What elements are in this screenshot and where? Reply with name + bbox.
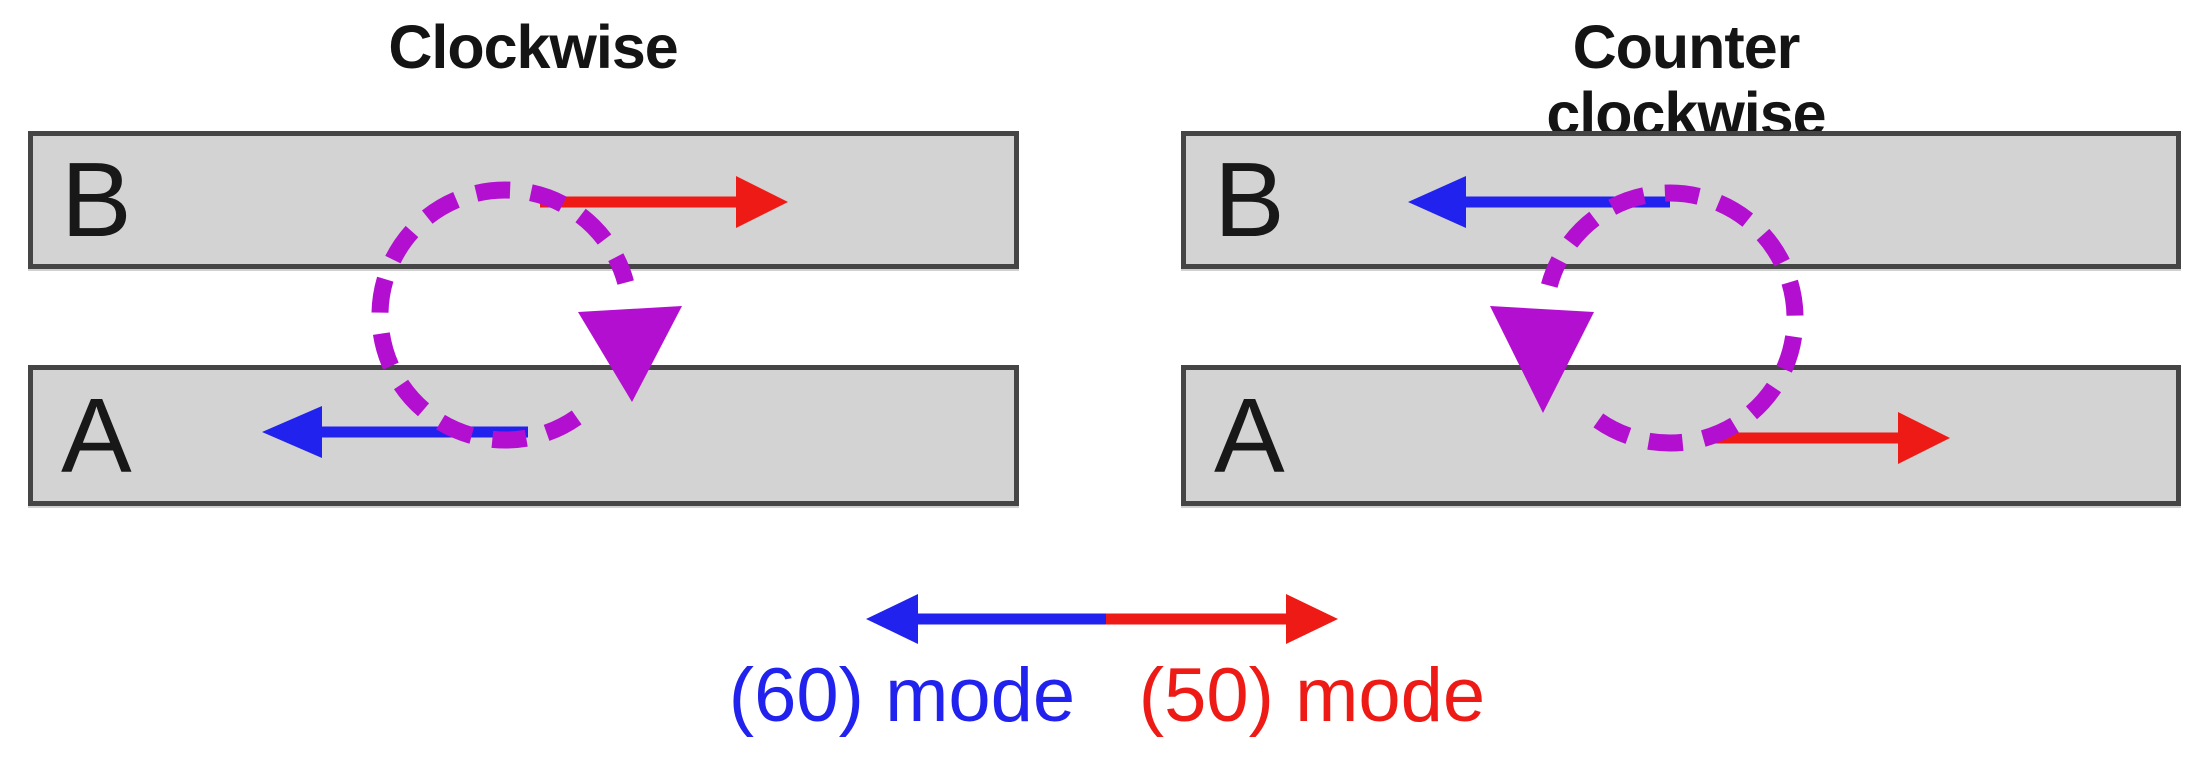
bar-a-counterclockwise: A <box>1181 365 2181 506</box>
bar-b-label: B <box>1214 141 1285 259</box>
bar-b-clockwise: B <box>28 131 1019 269</box>
legend-label-mode-60: (60) mode <box>728 653 1076 738</box>
panel-title-clockwise: Clockwise <box>388 13 678 81</box>
legend-label-mode-50: (50) mode <box>1138 653 1486 738</box>
panel-title-counterclockwise: Counter clockwise <box>1546 13 1826 149</box>
bar-a-label: A <box>1214 376 1285 495</box>
bar-b-counterclockwise: B <box>1181 131 2181 269</box>
bar-a-clockwise: A <box>28 365 1019 506</box>
bar-a-label: A <box>61 376 132 495</box>
legend-bidirectional-arrow-icon <box>866 594 1338 644</box>
bar-b-label: B <box>61 141 132 259</box>
